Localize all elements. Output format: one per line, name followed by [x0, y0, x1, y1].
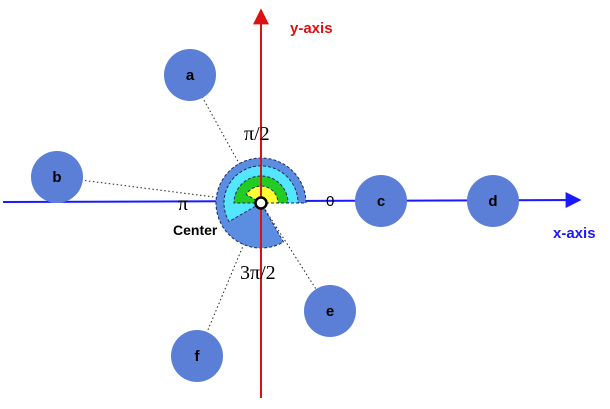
- node-c-label: c: [377, 193, 385, 210]
- x-axis-title: x-axis: [553, 225, 596, 242]
- y-axis-title: y-axis: [290, 20, 333, 37]
- node-f-label: f: [195, 348, 201, 365]
- node-a[interactable]: a: [164, 49, 216, 101]
- node-e[interactable]: e: [304, 285, 356, 337]
- angle-label-zero: 0: [326, 193, 334, 210]
- node-f[interactable]: f: [171, 330, 223, 382]
- center-label: Center: [173, 222, 218, 238]
- node-b-label: b: [52, 169, 61, 186]
- node-d-label: d: [488, 193, 497, 210]
- node-d[interactable]: d: [467, 175, 519, 227]
- angle-label-three-half-pi: 3π/2: [240, 262, 276, 284]
- sector-yellow: [245, 185, 279, 204]
- node-e-label: e: [326, 303, 334, 320]
- node-a-label: a: [186, 67, 195, 84]
- angle-label-pi: π: [178, 193, 188, 215]
- connector-e: [260, 202, 331, 312]
- node-b[interactable]: b: [31, 151, 83, 203]
- angle-label-half-pi: π/2: [244, 123, 270, 145]
- center-point: [254, 196, 268, 210]
- node-c[interactable]: c: [355, 175, 407, 227]
